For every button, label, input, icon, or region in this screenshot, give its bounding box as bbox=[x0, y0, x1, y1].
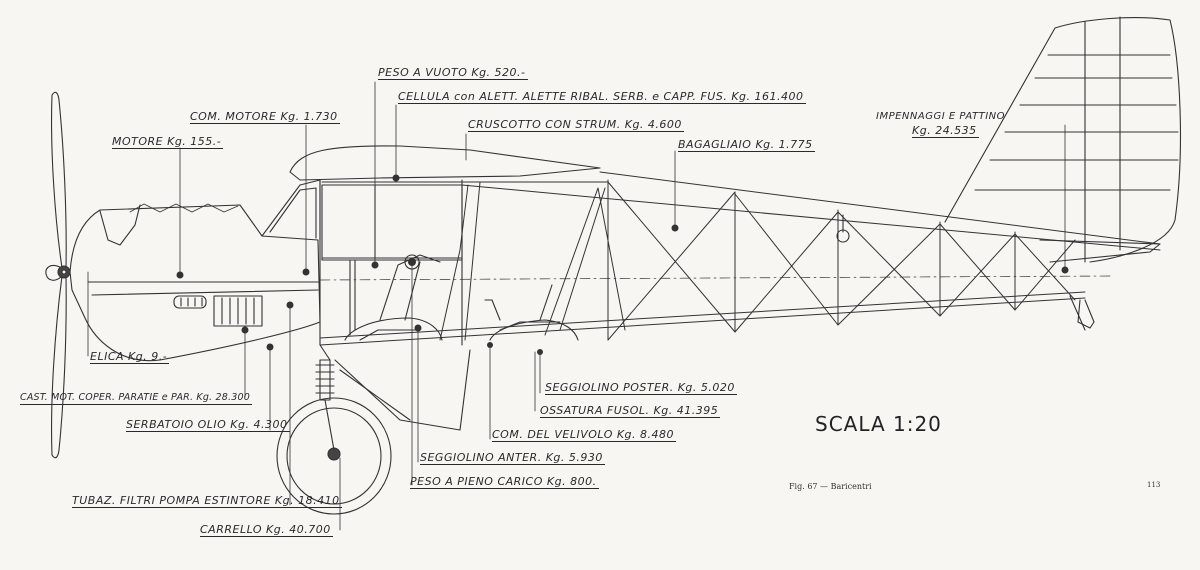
label-ossatura: OSSATURA FUSOL. Kg. 41.395 bbox=[540, 404, 721, 418]
full-load-cg-marker bbox=[404, 254, 420, 270]
label-elica: ELICA Kg. 9.- bbox=[90, 350, 170, 364]
figure-caption: Fig. 67 — Baricentri bbox=[789, 482, 872, 491]
label-tubaz: TUBAZ. FILTRI POMPA ESTINTORE Kg. 18.410 bbox=[72, 494, 342, 508]
label-com-motore: COM. MOTORE Kg. 1.730 bbox=[190, 110, 340, 124]
engine-cowling bbox=[69, 203, 321, 362]
cabin-structure bbox=[261, 145, 609, 346]
label-com-velivolo: COM. DEL VELIVOLO Kg. 8.480 bbox=[492, 428, 677, 442]
tail-assembly bbox=[944, 16, 1181, 331]
seats bbox=[344, 254, 579, 341]
label-carrello: CARRELLO Kg. 40.700 bbox=[200, 523, 333, 537]
fuselage-truss bbox=[319, 171, 1161, 346]
label-cruscotto: CRUSCOTTO CON STRUM. Kg. 4.600 bbox=[468, 118, 684, 132]
leader-lines bbox=[87, 81, 1066, 531]
label-impennaggi-weight: Kg. 24.535 bbox=[912, 124, 979, 138]
label-peso-pieno: PESO A PIENO CARICO Kg. 800. bbox=[410, 475, 599, 489]
label-impennaggi: IMPENNAGGI E PATTINO bbox=[876, 111, 1006, 122]
page-number: 113 bbox=[1147, 481, 1161, 489]
label-peso-vuoto: PESO A VUOTO Kg. 520.- bbox=[378, 66, 528, 80]
label-motore: MOTORE Kg. 155.- bbox=[112, 135, 224, 149]
label-cast-mot: CAST. MOT. COPER. PARATIE e PAR. Kg. 28.… bbox=[20, 392, 252, 405]
label-seggiolino-anter: SEGGIOLINO ANTER. Kg. 5.930 bbox=[420, 451, 605, 465]
label-cellula: CELLULA con ALETT. ALETTE RIBAL. SERB. e… bbox=[398, 90, 806, 104]
label-bagagliaio: BAGAGLIAIO Kg. 1.775 bbox=[678, 138, 815, 152]
scale-label: SCALA 1:20 bbox=[815, 412, 942, 436]
label-seggiolino-poster: SEGGIOLINO POSTER. Kg. 5.020 bbox=[545, 381, 737, 395]
cg-markers bbox=[176, 174, 1069, 355]
landing-gear bbox=[276, 344, 471, 515]
label-serbatoio: SERBATOIO OLIO Kg. 4.300 bbox=[126, 418, 290, 432]
